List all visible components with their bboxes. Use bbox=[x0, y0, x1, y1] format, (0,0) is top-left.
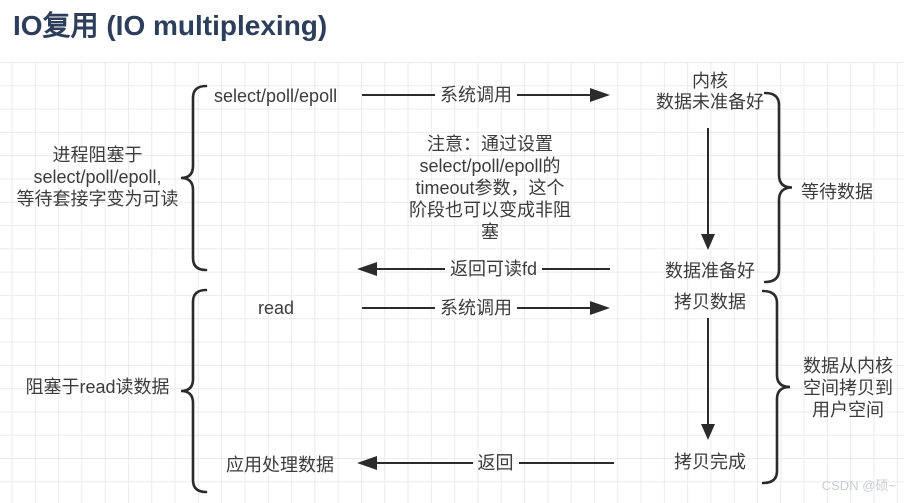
watermark: CSDN @硕~ bbox=[821, 478, 896, 493]
right-brace-stage2-icon bbox=[762, 289, 791, 485]
arrow-line bbox=[542, 268, 611, 270]
copy-note-label: 数据从内核 空间拷贝到 用户空间 bbox=[803, 356, 893, 420]
stage1-syscall-arrow-label: 系统调用 bbox=[440, 85, 512, 105]
timeout-note-label: 注意：通过设置 select/poll/epoll的 timeout参数，这个 … bbox=[409, 134, 571, 242]
arrow-line bbox=[517, 307, 590, 309]
grid-background bbox=[0, 62, 904, 503]
arrowhead-down-icon bbox=[701, 234, 715, 250]
stage2-syscall-arrow-label: 系统调用 bbox=[440, 298, 512, 318]
arrow-line bbox=[518, 462, 614, 464]
arrowhead-left-icon bbox=[357, 262, 377, 276]
stage1-return-arrow-label: 返回可读fd bbox=[450, 259, 538, 279]
left-brace-stage1-icon bbox=[180, 84, 208, 272]
copy-done-label: 拷贝完成 bbox=[674, 452, 746, 472]
kernel-state-label: 内核 数据未准备好 bbox=[656, 71, 764, 112]
stage1-call-label: select/poll/epoll bbox=[214, 86, 338, 106]
stage2-syscall-arrow: 系统调用 bbox=[362, 298, 610, 318]
arrow-line bbox=[517, 94, 590, 96]
wait-data-label: 等待数据 bbox=[801, 182, 873, 202]
stage2-call-label: read bbox=[257, 298, 295, 318]
page-title: IO复用 (IO multiplexing) bbox=[13, 10, 328, 41]
stage2-return-arrow: 返回 bbox=[357, 453, 614, 473]
left-brace-stage2-icon bbox=[180, 288, 208, 494]
stage2-return-arrow-label: 返回 bbox=[477, 453, 514, 473]
stage1-blocking-label: 进程阻塞于 select/poll/epoll, 等待套接字变为可读 bbox=[16, 145, 179, 209]
arrowhead-down-icon bbox=[701, 424, 715, 440]
stage2-blocking-label: 阻塞于read读数据 bbox=[25, 377, 170, 397]
arrowhead-right-icon bbox=[590, 301, 610, 315]
stage1-syscall-arrow: 系统调用 bbox=[362, 85, 610, 105]
arrow-line bbox=[362, 94, 435, 96]
copy-data-label: 拷贝数据 bbox=[674, 292, 746, 312]
arrow-line bbox=[377, 462, 473, 464]
stage1-wait-down-arrow bbox=[701, 128, 715, 250]
arrow-line bbox=[706, 128, 710, 234]
stage2-copy-down-arrow bbox=[701, 318, 715, 440]
arrow-line bbox=[377, 268, 445, 270]
arrow-line bbox=[706, 318, 710, 424]
arrow-line bbox=[362, 307, 435, 309]
arrowhead-left-icon bbox=[357, 456, 377, 470]
right-brace-stage1-icon bbox=[764, 91, 793, 284]
data-ready-label: 数据准备好 bbox=[665, 261, 755, 281]
arrowhead-right-icon bbox=[590, 88, 610, 102]
stage1-return-arrow: 返回可读fd bbox=[357, 259, 611, 279]
app-process-label: 应用处理数据 bbox=[226, 455, 334, 475]
